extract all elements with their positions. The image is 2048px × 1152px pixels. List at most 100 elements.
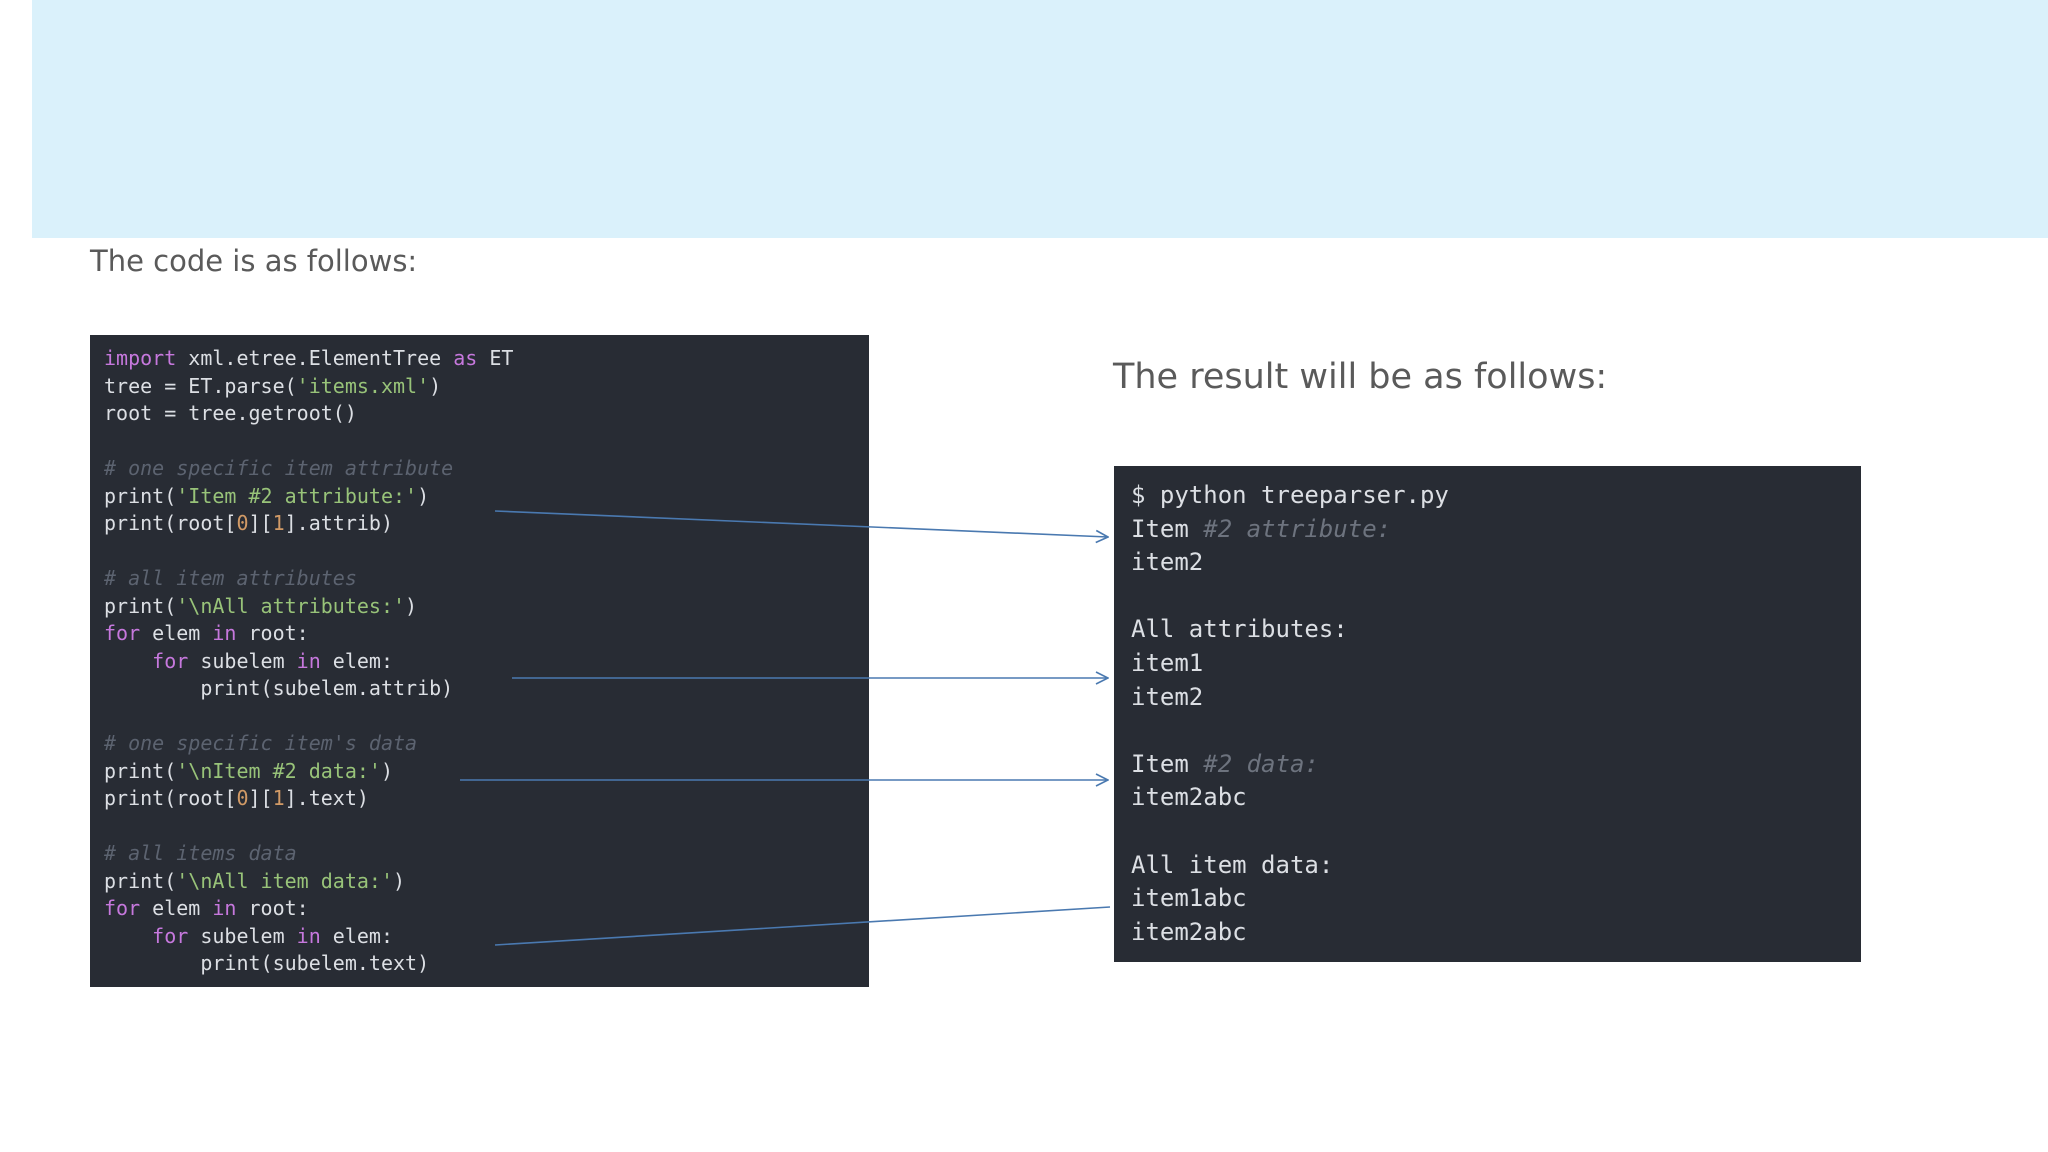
code-line: tree = ET.parse('items.xml') (104, 373, 869, 401)
token-plain: item1 (1131, 648, 1204, 677)
token-number: 0 (236, 786, 249, 810)
output-line: item2abc (1131, 916, 1861, 950)
token-plain: All attributes: (1131, 615, 1348, 644)
output-line: item1abc (1131, 882, 1861, 916)
token-plain: elem: (320, 648, 394, 673)
token-plain: print( (104, 758, 177, 783)
token-string: 'Item #2 attribute:' (176, 483, 418, 508)
token-plain: Item (1131, 749, 1204, 778)
token-string: '\nItem #2 data:' (176, 758, 381, 783)
code-heading: The code is as follows: (90, 244, 418, 278)
token-plain: ) (393, 868, 406, 893)
output-line: All attributes: (1131, 613, 1861, 647)
token-plain: ].text) (284, 786, 369, 810)
token-string: 'items.xml' (296, 373, 430, 398)
code-line: print('Item #2 attribute:') (104, 483, 869, 511)
code-line: print(subelem.attrib) (104, 675, 869, 703)
token-plain: ) (417, 483, 430, 508)
output-line: $ python treeparser.py (1131, 479, 1861, 513)
token-plain: subelem (188, 648, 297, 673)
code-line (104, 703, 869, 731)
token-comment: # one specific item's data (104, 731, 418, 755)
token-plain: item2 (1131, 548, 1204, 577)
token-plain: elem (140, 621, 213, 645)
token-keyword: for (104, 621, 141, 645)
code-line: for elem in root: (104, 895, 869, 923)
token-plain: item2abc (1131, 917, 1247, 946)
token-plain: item2abc (1131, 783, 1247, 812)
output-line: item2 (1131, 546, 1861, 580)
token-keyword: in (296, 923, 321, 948)
token-plain: root: (236, 621, 309, 645)
code-line: print(subelem.text) (104, 950, 869, 978)
token-plain: xml.etree.ElementTree (176, 346, 454, 370)
output-line: All item data: (1131, 849, 1861, 883)
token-faded: #2 attribute: (1203, 514, 1392, 543)
token-plain: print( (104, 483, 177, 508)
token-plain: ) (429, 373, 442, 398)
code-line: import xml.etree.ElementTree as ET (104, 345, 869, 373)
code-line: # all item attributes (104, 565, 869, 593)
token-plain: print(root[ (104, 511, 237, 535)
code-line: root = tree.getroot() (104, 400, 869, 428)
token-plain: ET (477, 346, 514, 370)
token-plain: elem (140, 896, 213, 920)
code-line: for subelem in elem: (104, 923, 869, 951)
code-line (104, 813, 869, 841)
token-keyword: in (212, 621, 237, 645)
code-line: for elem in root: (104, 620, 869, 648)
code-line: print('\nItem #2 data:') (104, 758, 869, 786)
output-line (1131, 815, 1861, 849)
token-plain: print(subelem.text) (104, 951, 430, 975)
token-plain: print( (104, 868, 177, 893)
token-plain: print(subelem.attrib) (104, 676, 454, 700)
token-plain: $ python treeparser.py (1131, 481, 1449, 509)
token-plain: print(root[ (104, 786, 237, 810)
token-number: 0 (236, 511, 249, 535)
token-plain: elem: (320, 923, 394, 948)
token-plain: Item (1131, 514, 1204, 543)
output-line: item2 (1131, 681, 1861, 715)
token-plain: root: (236, 896, 309, 920)
token-keyword: for (152, 648, 189, 673)
code-line: # all items data (104, 840, 869, 868)
token-comment: # all items data (104, 841, 297, 865)
token-plain: ) (380, 758, 393, 783)
token-plain: item2 (1131, 682, 1204, 711)
token-string: '\nAll attributes:' (176, 593, 406, 618)
code-line: for subelem in elem: (104, 648, 869, 676)
token-keyword: import (104, 346, 177, 370)
top-banner (32, 0, 2048, 238)
token-keyword: as (453, 346, 478, 370)
token-keyword: in (212, 896, 237, 920)
code-line (104, 538, 869, 566)
token-comment: # one specific item attribute (104, 456, 454, 480)
output-line (1131, 580, 1861, 614)
code-line: # one specific item's data (104, 730, 869, 758)
code-line: print(root[0][1].attrib) (104, 510, 869, 538)
token-number: 1 (272, 786, 285, 810)
token-plain: root = tree.getroot() (104, 401, 357, 425)
token-plain: ][ (248, 511, 273, 535)
code-line: print('\nAll item data:') (104, 868, 869, 896)
code-line (104, 428, 869, 456)
token-keyword: for (104, 896, 141, 920)
token-plain: tree = ET.parse( (104, 373, 297, 398)
output-line (1131, 714, 1861, 748)
output-line: item1 (1131, 647, 1861, 681)
token-string: '\nAll item data:' (176, 868, 393, 893)
token-comment: # all item attributes (104, 566, 357, 590)
token-number: 1 (272, 511, 285, 535)
code-line: print(root[0][1].text) (104, 785, 869, 813)
output-line: item2abc (1131, 781, 1861, 815)
code-line: # one specific item attribute (104, 455, 869, 483)
token-faded: #2 data: (1203, 749, 1319, 778)
token-keyword: for (152, 923, 189, 948)
token-plain (104, 649, 152, 673)
token-plain (104, 924, 152, 948)
token-plain: print( (104, 593, 177, 618)
token-plain: ][ (248, 786, 273, 810)
token-plain: ].attrib) (284, 511, 394, 535)
output-line: Item #2 data: (1131, 748, 1861, 782)
token-keyword: in (296, 648, 321, 673)
